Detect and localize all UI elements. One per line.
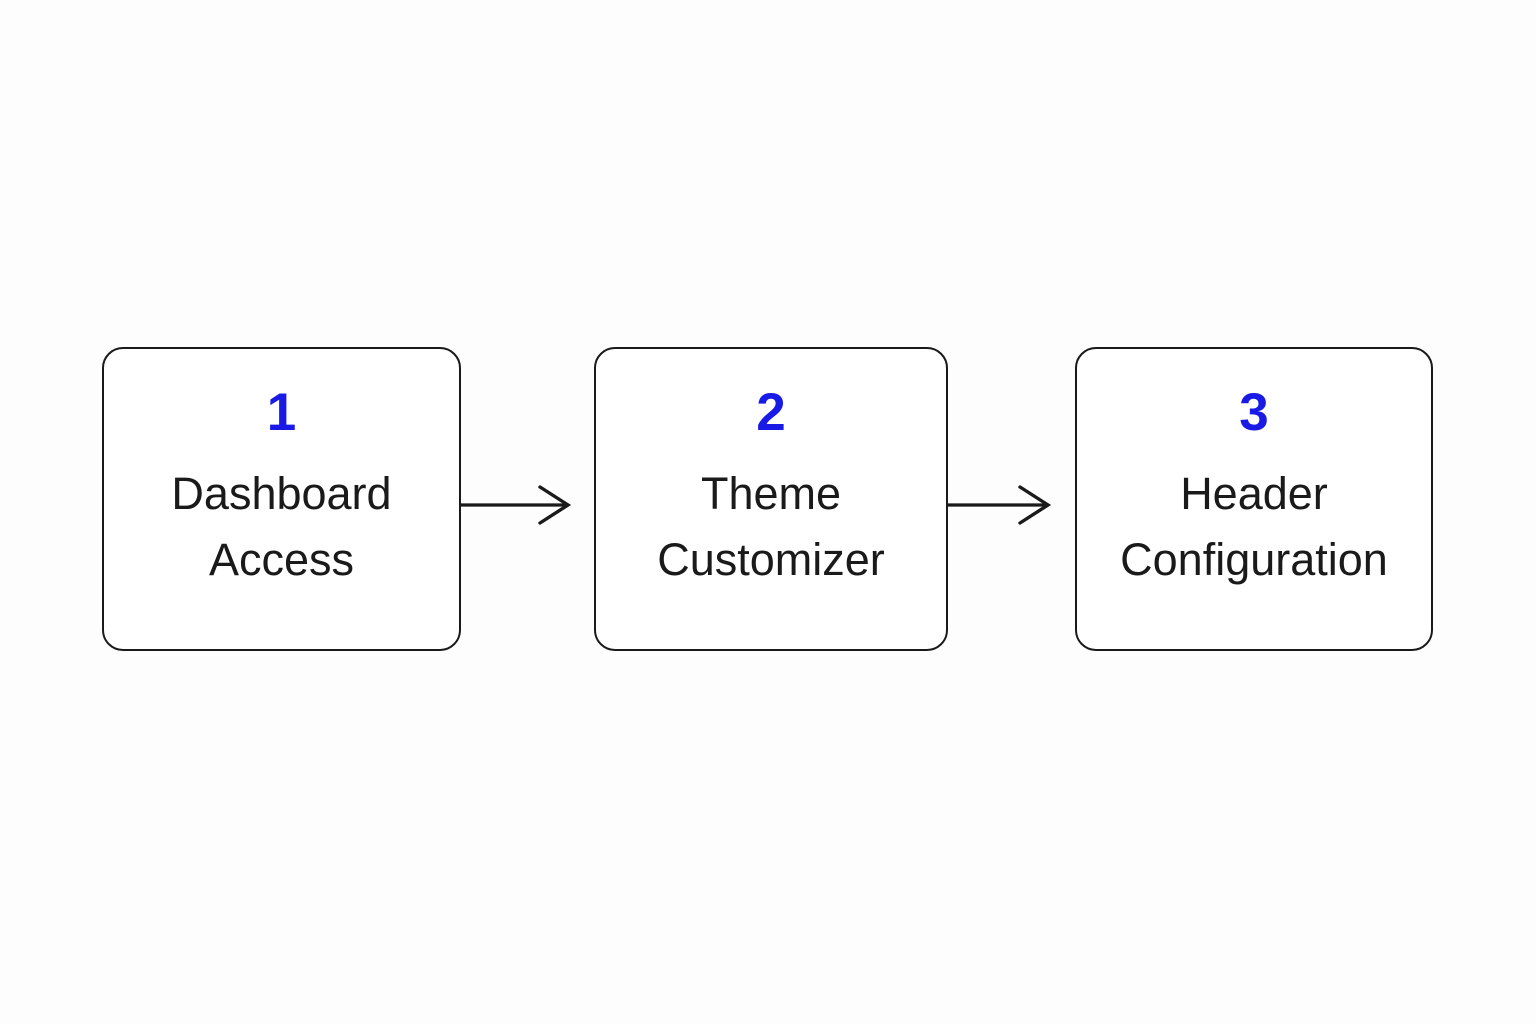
arrowhead-icon [1018,485,1052,525]
step-label-1: Dashboard Access [171,468,392,585]
connector-arrow-2-to-3 [948,478,1052,534]
step-node-2[interactable]: 2 Theme Customizer [594,347,948,651]
arrowhead-icon [538,485,572,525]
step-number-2: 2 [756,383,786,442]
step-number-3: 3 [1239,383,1269,442]
step-label-3: Header Configuration [1120,468,1388,585]
connector-arrow-1-to-2 [461,478,572,534]
step-node-1[interactable]: 1 Dashboard Access [102,347,461,651]
step-node-3[interactable]: 3 Header Configuration [1075,347,1433,651]
step-label-2: Theme Customizer [657,468,885,585]
step-number-1: 1 [266,383,297,442]
